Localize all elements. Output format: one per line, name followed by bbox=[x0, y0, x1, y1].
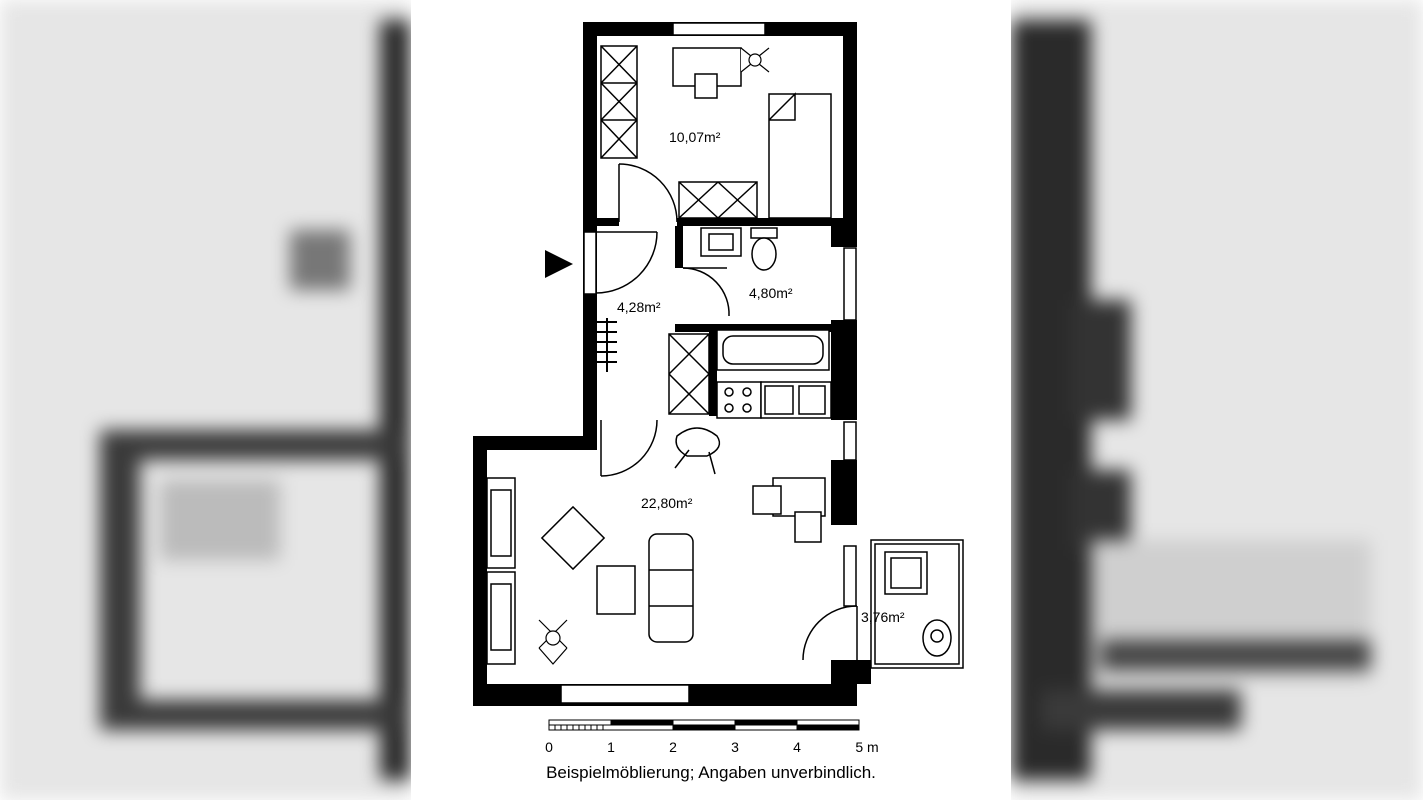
living-area-label: 22,80m² bbox=[641, 495, 693, 511]
floor-plan: 10,07m² 4,80m² 4,28m² bbox=[473, 22, 964, 731]
bedroom-area-label: 10,07m² bbox=[669, 129, 721, 145]
scale-label-3: 3 bbox=[731, 739, 739, 755]
entrance-arrow-icon bbox=[545, 250, 573, 278]
disclaimer-caption: Beispielmöblierung; Angaben unverbindlic… bbox=[546, 763, 876, 782]
entrance-door bbox=[583, 231, 658, 295]
blurred-background-right bbox=[1011, 0, 1423, 800]
balcony bbox=[870, 539, 964, 669]
kitchen-fixtures bbox=[668, 333, 832, 419]
scale-label-2: 2 bbox=[669, 739, 677, 755]
scale-label-0: 0 bbox=[545, 739, 553, 755]
living-furniture bbox=[486, 427, 826, 665]
interior-doors bbox=[600, 163, 858, 661]
plant-icon bbox=[538, 619, 568, 665]
scale-bar bbox=[548, 719, 860, 731]
bedroom-furniture bbox=[600, 45, 832, 219]
bath-area-label: 4,80m² bbox=[749, 285, 793, 301]
scale-label-5: 5 m bbox=[855, 739, 879, 755]
floor-plan-panel: 10,07m² 4,80m² 4,28m² bbox=[411, 0, 1011, 800]
windows bbox=[560, 22, 857, 704]
scale-label-1: 1 bbox=[607, 739, 615, 755]
hall-wardrobe bbox=[597, 318, 617, 372]
balcony-area-label: 3,76m² bbox=[861, 609, 905, 625]
plant-icon bbox=[740, 47, 770, 73]
hall-area-label: 4,28m² bbox=[617, 299, 661, 315]
scale-label-4: 4 bbox=[793, 739, 801, 755]
bathroom-fixtures bbox=[700, 227, 830, 371]
blurred-background-left bbox=[0, 0, 411, 800]
